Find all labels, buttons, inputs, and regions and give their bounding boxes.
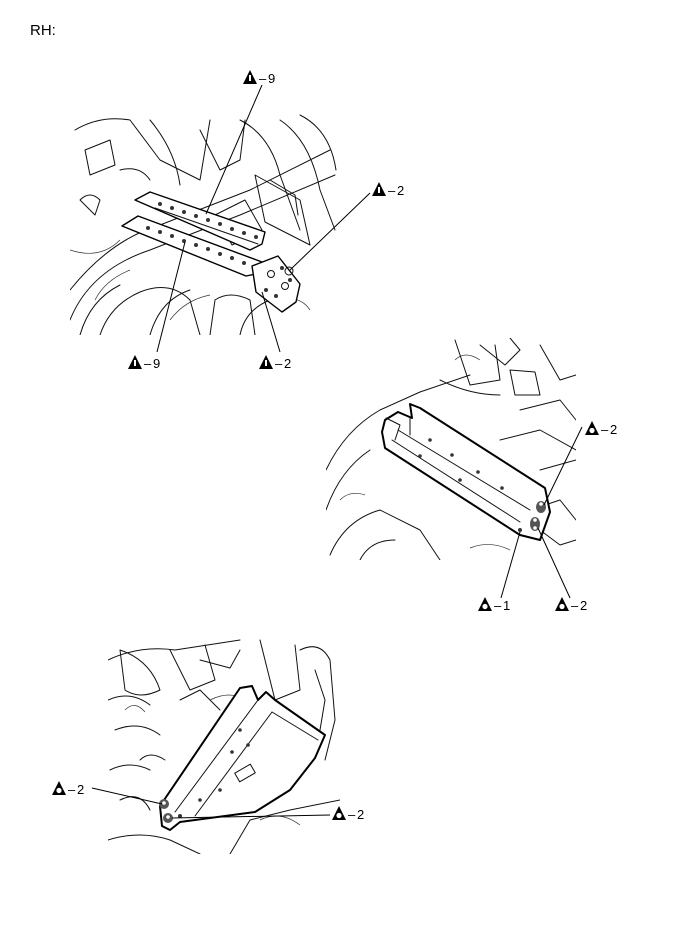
svg-text:–: – (571, 598, 579, 613)
svg-text:1: 1 (503, 598, 510, 613)
svg-text:9: 9 (268, 71, 275, 86)
svg-text:2: 2 (284, 356, 291, 371)
svg-text:–: – (68, 782, 76, 797)
callout-mid-weld-2-lower: – 2 (555, 597, 587, 613)
svg-text:–: – (144, 356, 152, 371)
callout-bot-weld-2-right: – 2 (332, 806, 364, 822)
svg-text:–: – (275, 356, 283, 371)
svg-text:–: – (601, 422, 609, 437)
svg-text:–: – (494, 598, 502, 613)
svg-text:9: 9 (153, 356, 160, 371)
spot-weld-points (146, 202, 292, 298)
callout-top-weld-2-lower: – 2 (259, 355, 291, 371)
callout-bot-weld-2-left: – 2 (52, 781, 84, 797)
callout-mid-weld-1: – 1 (478, 597, 510, 613)
plug-weld-points (518, 501, 546, 532)
middle-cross-member (381, 403, 551, 541)
svg-text:2: 2 (397, 183, 404, 198)
callout-top-weld-9-upper: – 9 (243, 70, 275, 86)
callout-top-weld-9-lower: – 9 (128, 355, 160, 371)
svg-text:–: – (388, 183, 396, 198)
svg-text:2: 2 (580, 598, 587, 613)
bottom-cross-member (159, 685, 326, 831)
rear-bracket (251, 255, 301, 313)
bottom-view-illustration (108, 639, 340, 854)
callout-top-weld-2-right: – 2 (372, 182, 404, 198)
svg-text:2: 2 (610, 422, 617, 437)
svg-text:2: 2 (357, 807, 364, 822)
callout-mid-weld-2-right: – 2 (585, 421, 617, 437)
svg-text:2: 2 (77, 782, 84, 797)
page-title: RH: (30, 22, 56, 39)
top-view-illustration (70, 114, 337, 335)
plug-weld-points-bottom (159, 799, 182, 823)
svg-text:–: – (348, 807, 356, 822)
svg-text:–: – (259, 71, 267, 86)
middle-view-illustration (326, 338, 576, 560)
